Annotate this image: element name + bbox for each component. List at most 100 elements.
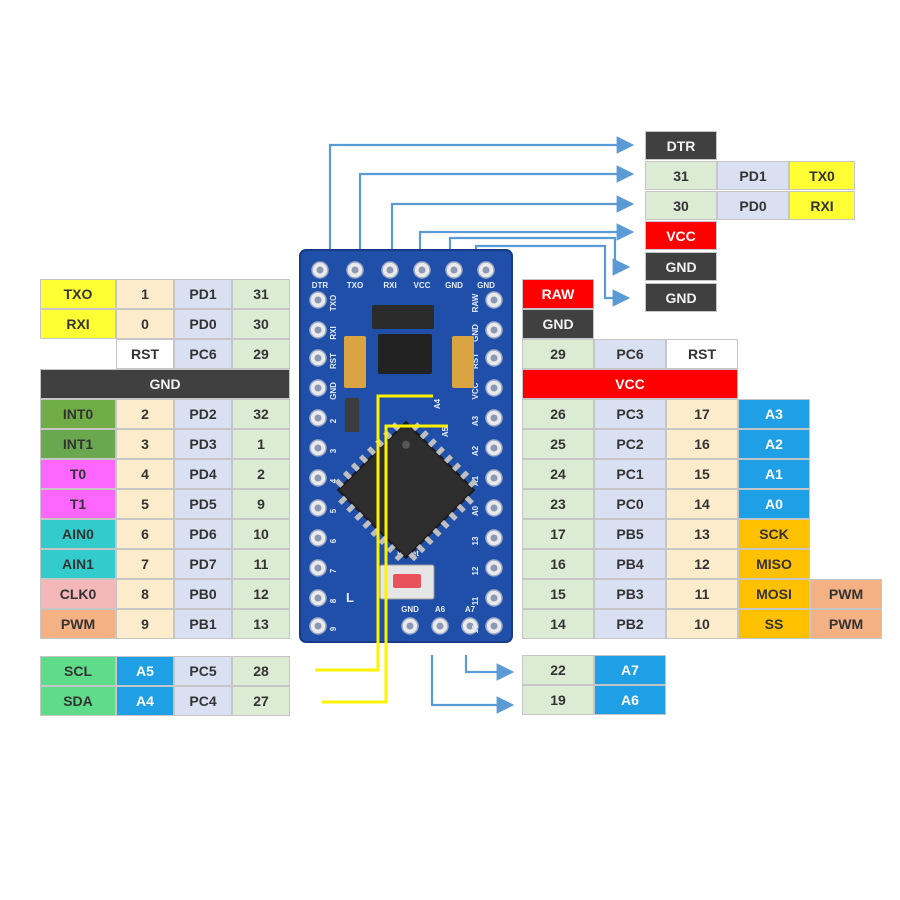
right-raw-cell: RAW [522, 279, 594, 309]
board-top-label: DTR [312, 281, 329, 290]
left-function-cell: AIN1 [40, 549, 116, 579]
right-vcc-bar: VCC [522, 369, 738, 399]
board-right-label: 10 [471, 624, 480, 633]
right-pin-cell: A6 [594, 685, 666, 715]
board-right-label: A3 [471, 415, 480, 426]
ftdi-header-cell: 30 [645, 191, 717, 220]
left-pin-cell: 2 [116, 399, 174, 429]
left-pin-cell: 29 [232, 339, 290, 369]
crystal [378, 334, 432, 374]
left-pin-cell: PB0 [174, 579, 232, 609]
left-pin-cell: 1 [232, 429, 290, 459]
left-pin-cell: PD4 [174, 459, 232, 489]
left-function-cell: RXI [40, 309, 116, 339]
left-pin-cell: 11 [232, 549, 290, 579]
board-left-label: 2 [329, 418, 338, 423]
left-pin-cell: PD5 [174, 489, 232, 519]
capacitor-left [344, 336, 366, 388]
right-pin-cell: 12 [666, 549, 738, 579]
connector-arrow-2 [390, 195, 635, 270]
sda-wire [322, 424, 448, 704]
ftdi-header-cell: RXI [789, 191, 855, 220]
left-pin-cell: 12 [232, 579, 290, 609]
right-pin-cell: PB2 [594, 609, 666, 639]
board-right-label: GND [471, 324, 480, 342]
board-right-label: VCC [471, 382, 480, 399]
ftdi-header-cell: GND [645, 283, 717, 312]
right-pin-cell: 13 [666, 519, 738, 549]
board-left-label: 5 [329, 508, 338, 513]
right-pin-cell: PC6 [594, 339, 666, 369]
left-pin-cell: PD7 [174, 549, 232, 579]
board-top-label: RXI [383, 281, 396, 290]
right-pin-cell: 23 [522, 489, 594, 519]
right-pin-cell: 19 [522, 685, 594, 715]
board-chip-label: A5 [441, 426, 450, 437]
right-pin-cell: 22 [522, 655, 594, 685]
right-pin-cell: PC0 [594, 489, 666, 519]
left-pin-cell: PD0 [174, 309, 232, 339]
right-function-cell: MISO [738, 549, 810, 579]
left-pin-cell: 8 [116, 579, 174, 609]
right-pin-cell: PC3 [594, 399, 666, 429]
left-pin-cell: 28 [232, 656, 290, 686]
board-right-label: RST [471, 353, 480, 369]
left-pin-cell: PD2 [174, 399, 232, 429]
left-pin-cell: PD1 [174, 279, 232, 309]
board-led-label: L [346, 590, 354, 605]
ftdi-header-cell: VCC [645, 221, 717, 250]
board-bottom-label: A7 [465, 605, 476, 614]
right-function-cell: SS [738, 609, 810, 639]
left-pin-cell: PC4 [174, 686, 232, 716]
atmega-chip [334, 420, 478, 562]
board-left-label: RXI [329, 326, 338, 339]
right-function-cell: A0 [738, 489, 810, 519]
right-pin-cell: 29 [522, 339, 594, 369]
board-right-label: 13 [471, 536, 480, 545]
left-pin-cell: 13 [232, 609, 290, 639]
ftdi-header-cell: GND [645, 252, 717, 281]
left-function-cell: PWM [40, 609, 116, 639]
right-pin-cell: 25 [522, 429, 594, 459]
left-pin-cell: 2 [232, 459, 290, 489]
right-function-cell: A1 [738, 459, 810, 489]
board-right-label: 12 [471, 566, 480, 575]
left-function-cell: SDA [40, 686, 116, 716]
left-function-cell: AIN0 [40, 519, 116, 549]
ftdi-header-cell: DTR [645, 131, 717, 160]
right-pin-cell: A7 [594, 655, 666, 685]
right-pin-cell: 15 [666, 459, 738, 489]
left-pin-cell: 5 [116, 489, 174, 519]
board-left-label: 3 [329, 448, 338, 453]
left-pin-cell: 10 [232, 519, 290, 549]
left-pin-cell: PB1 [174, 609, 232, 639]
right-pin-cell: 26 [522, 399, 594, 429]
board-right-label: A2 [471, 445, 480, 456]
board-left-label: 6 [329, 538, 338, 543]
right-pin-cell: PB4 [594, 549, 666, 579]
left-pin-cell: 30 [232, 309, 290, 339]
right-function-cell: SCK [738, 519, 810, 549]
left-function-cell: CLK0 [40, 579, 116, 609]
board-left-label: 4 [329, 478, 338, 483]
ftdi-header-cell: PD0 [717, 191, 789, 220]
right-pin-cell: 17 [666, 399, 738, 429]
left-pin-cell: PD3 [174, 429, 232, 459]
board-left-label: 8 [329, 598, 338, 603]
left-pin-cell: PD6 [174, 519, 232, 549]
right-pin-cell: 14 [666, 489, 738, 519]
right-function-cell: A3 [738, 399, 810, 429]
connector-arrow-6 [430, 655, 515, 714]
board-top-label: GND [477, 281, 495, 290]
right-pin-cell: RST [666, 339, 738, 369]
right-function-cell: MOSI [738, 579, 810, 609]
left-pin-cell: 27 [232, 686, 290, 716]
right-pin-cell: PB3 [594, 579, 666, 609]
right-gnd-cell: GND [522, 309, 594, 339]
left-function-cell: TXO [40, 279, 116, 309]
board-bottom-label: A6 [435, 605, 446, 614]
right-pin-cell: 16 [666, 429, 738, 459]
left-function-cell: SCL [40, 656, 116, 686]
right-pin-cell: 14 [522, 609, 594, 639]
